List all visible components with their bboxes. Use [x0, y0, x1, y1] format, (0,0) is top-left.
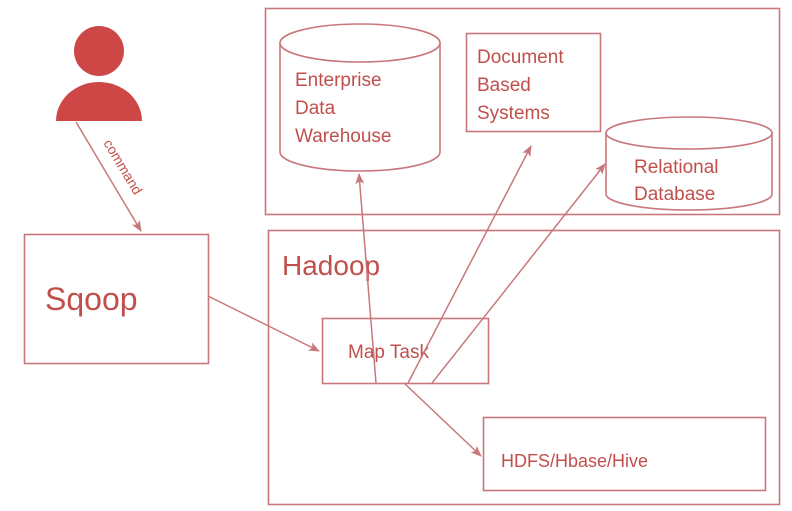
node-map-task-label: Map Task	[348, 342, 429, 363]
edge-user-to-sqoop: command	[75, 121, 146, 232]
edge-map-task-to-hdfs-hbase-hive	[403, 382, 482, 457]
node-map-task[interactable]: Map Task	[321, 317, 490, 385]
hadoop-container-label: Hadoop	[282, 250, 380, 281]
node-enterprise-data-warehouse[interactable]: Enterprise Data Warehouse	[279, 23, 441, 172]
node-sqoop[interactable]: Sqoop	[23, 233, 210, 365]
node-hdfs-hbase-hive[interactable]: HDFS/Hbase/Hive	[482, 416, 767, 492]
node-relational-database-label-line2: Database	[634, 184, 715, 205]
edge-map-task-to-enterprise-data-warehouse	[355, 173, 377, 384]
edge-sqoop-to-map-task	[207, 295, 320, 352]
node-document-based-systems-label-line1: Document	[477, 47, 564, 68]
edge-map-task-to-document-based-systems	[407, 145, 532, 384]
node-hdfs-hbase-hive-label: HDFS/Hbase/Hive	[501, 451, 648, 471]
node-enterprise-data-warehouse-label-line2: Data	[295, 98, 336, 119]
person-icon	[56, 26, 142, 121]
node-relational-database-label-line1: Relational	[634, 157, 719, 178]
node-relational-database[interactable]: Relational Database	[605, 116, 773, 211]
edge-label-command: command	[100, 136, 145, 197]
node-enterprise-data-warehouse-label-line3: Warehouse	[295, 126, 391, 147]
node-document-based-systems[interactable]: Document Based Systems	[465, 32, 602, 133]
edge-map-task-to-relational-database	[431, 163, 606, 384]
external-systems-container	[264, 7, 781, 216]
node-sqoop-label: Sqoop	[45, 281, 138, 317]
node-document-based-systems-label-line2: Based	[477, 75, 531, 96]
hadoop-container	[267, 229, 781, 506]
node-document-based-systems-label-line3: Systems	[477, 103, 550, 124]
node-enterprise-data-warehouse-label-line1: Enterprise	[295, 70, 382, 91]
